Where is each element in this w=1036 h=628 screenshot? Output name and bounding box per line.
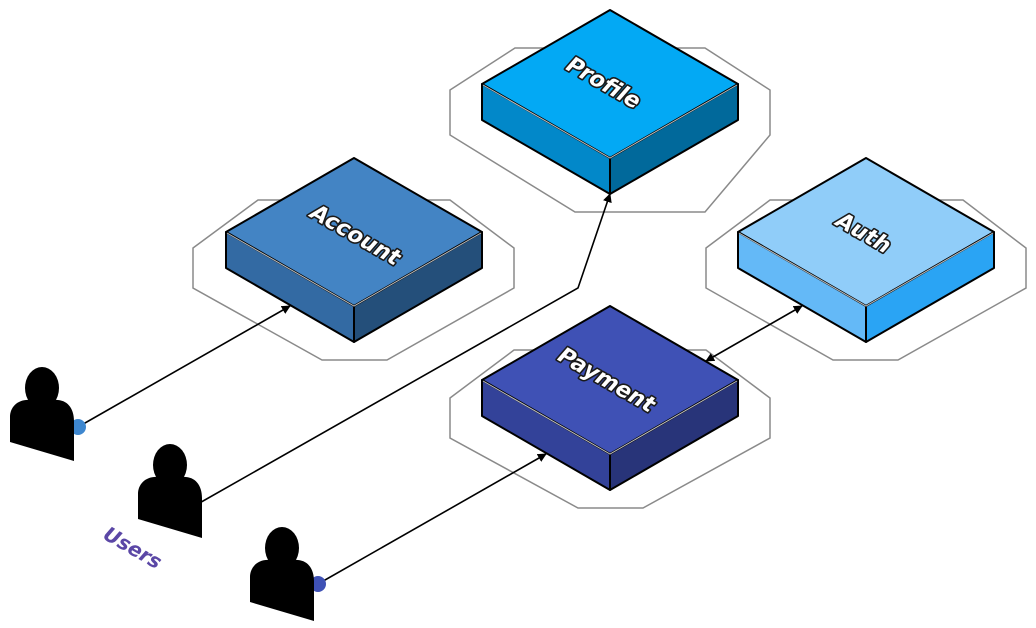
auth-highlight <box>738 232 994 307</box>
connector-payment-auth[interactable] <box>705 305 803 362</box>
service-profile[interactable]: Profile <box>449 9 771 213</box>
connector-user2-profile[interactable] <box>195 193 612 506</box>
service-account[interactable]: Account <box>192 157 515 361</box>
service-auth[interactable]: Auth <box>705 157 1027 361</box>
connector-user3-payment[interactable] <box>317 453 547 585</box>
payment-highlight <box>482 380 738 455</box>
user-icon <box>138 444 202 538</box>
users-label: Users <box>99 521 166 574</box>
account-highlight <box>226 232 482 307</box>
user-icon <box>10 367 74 461</box>
connectors <box>77 193 803 585</box>
connector-user1-account[interactable] <box>77 305 291 428</box>
service-payment[interactable]: Payment <box>449 305 771 509</box>
profile-highlight <box>482 84 738 159</box>
user-icon <box>250 527 314 621</box>
